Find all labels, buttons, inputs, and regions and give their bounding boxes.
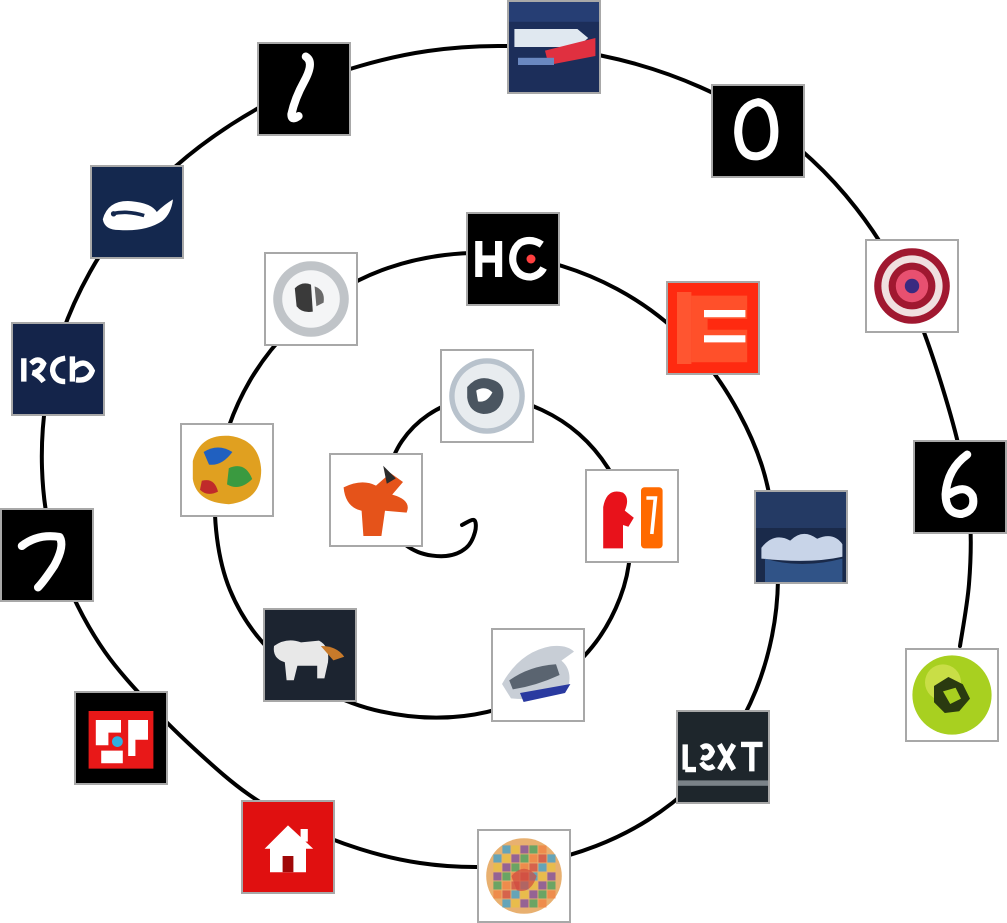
thumbnail: [466, 212, 560, 306]
thumbnail: [180, 423, 274, 517]
thumbnail: [477, 829, 571, 923]
thumbnail: [440, 349, 534, 443]
thumbnail: [491, 628, 585, 722]
thumbnail: [241, 800, 335, 894]
thumbnail: [257, 42, 351, 136]
thumbnail: [913, 440, 1007, 534]
thumbnail: [507, 0, 601, 94]
digit-seven-icon: [2, 510, 92, 600]
green-ball-icon: [907, 650, 997, 740]
hc-text-icon: [468, 214, 558, 304]
digit-zero-icon: [713, 86, 803, 176]
red-figure-icon: [587, 471, 677, 561]
red-panel-icon: [668, 283, 758, 373]
colorful-blob-icon: [182, 425, 272, 515]
thumbnail: [74, 691, 168, 785]
thumbnail: [329, 453, 423, 547]
thumbnail: [676, 710, 770, 804]
glitch-face-icon: [76, 693, 166, 783]
dark-text-icon: [678, 712, 768, 802]
house-icon: [243, 802, 333, 892]
thumbnail: [263, 608, 357, 702]
thumbnail: [905, 648, 999, 742]
emblem-icon: [442, 351, 532, 441]
thumbnail: [11, 322, 105, 416]
thumbnail: [865, 239, 959, 333]
chrome-ring-icon: [266, 254, 356, 344]
thumbnail: [585, 469, 679, 563]
night-cloud-icon: [756, 492, 846, 582]
dog-icon: [265, 610, 355, 700]
thumbnail: [90, 165, 184, 259]
thumbnail: [754, 490, 848, 584]
whale-icon: [92, 167, 182, 257]
banner-icon: [509, 2, 599, 92]
digit-one-icon: [259, 44, 349, 134]
thumbnail: [711, 84, 805, 178]
thumbnail: [666, 281, 760, 375]
thumbnail: [0, 508, 94, 602]
mosaic-circle-icon: [479, 831, 569, 921]
target-badge-icon: [867, 241, 957, 331]
digit-six-icon: [915, 442, 1005, 532]
thumbnail: [264, 252, 358, 346]
navy-text-icon: [13, 324, 103, 414]
chrome-ship-icon: [493, 630, 583, 720]
orange-figure-icon: [331, 455, 421, 545]
